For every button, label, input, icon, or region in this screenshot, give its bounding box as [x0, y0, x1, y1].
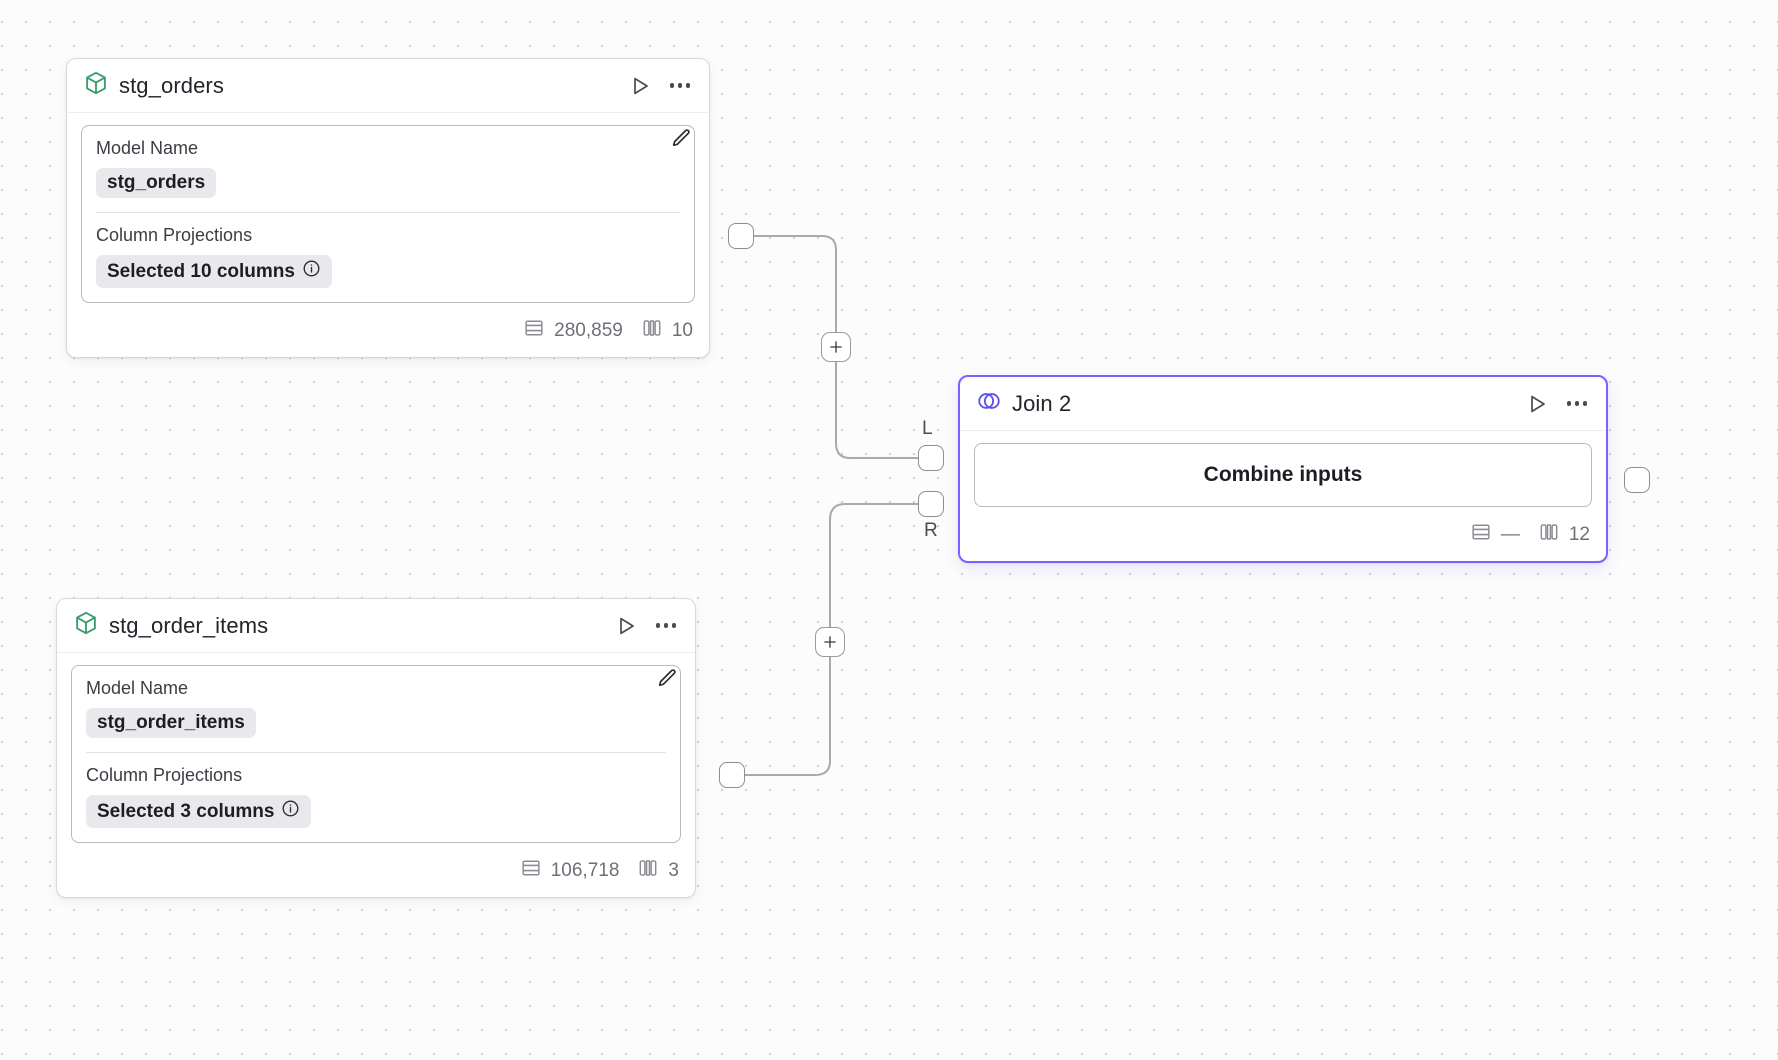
model-config-panel: Model Name stg_orders Column Projections…: [81, 125, 695, 303]
venn-icon: [976, 388, 1002, 419]
play-icon[interactable]: [613, 613, 639, 639]
pencil-icon[interactable]: [654, 666, 680, 692]
model-name-label: Model Name: [86, 678, 189, 698]
columns-icon: [641, 317, 663, 345]
info-icon[interactable]: [281, 799, 300, 824]
row-count-stat: —: [1470, 521, 1520, 549]
node-stg-order-items[interactable]: stg_order_items: [56, 598, 696, 898]
node-body: Model Name stg_orders Column Projections…: [67, 113, 709, 311]
column-count-value: 3: [668, 860, 679, 881]
node-body: Model Name stg_order_items Column Projec…: [57, 653, 695, 851]
row-count-value: —: [1500, 524, 1520, 545]
row-count-stat: 106,718: [520, 857, 620, 885]
column-count-stat: 10: [641, 317, 693, 345]
column-count-value: 10: [671, 320, 693, 341]
info-icon[interactable]: [302, 259, 321, 284]
model-name-label: Model Name: [96, 138, 199, 158]
cube-icon: [83, 70, 109, 101]
node-header-actions: [613, 613, 679, 639]
input-port-left[interactable]: [918, 445, 944, 471]
columns-icon: [1538, 521, 1560, 549]
more-options-icon[interactable]: [653, 613, 679, 639]
play-icon[interactable]: [627, 73, 653, 99]
row-count-value: 106,718: [550, 860, 620, 881]
add-node-on-edge-lower-button[interactable]: [815, 627, 845, 657]
rows-icon: [1470, 521, 1492, 549]
add-node-on-edge-upper-button[interactable]: [821, 332, 851, 362]
node-title: stg_order_items: [109, 612, 269, 638]
more-options-icon[interactable]: [1564, 391, 1590, 417]
pencil-icon[interactable]: [668, 126, 694, 152]
column-projections-text: Selected 10 columns: [107, 260, 295, 282]
model-name-value[interactable]: stg_order_items: [86, 708, 256, 738]
output-port-join-2[interactable]: [1624, 467, 1650, 493]
model-name-value[interactable]: stg_orders: [96, 168, 217, 198]
row-count-stat: 280,859: [523, 317, 623, 345]
column-projections-text: Selected 3 columns: [97, 800, 275, 822]
node-header: stg_order_items: [57, 599, 695, 653]
column-count-value: 12: [1568, 524, 1590, 545]
column-projections-label: Column Projections: [86, 765, 243, 785]
model-name-row: Model Name stg_order_items: [86, 678, 666, 738]
node-header: stg_orders: [67, 59, 709, 113]
column-projections-value[interactable]: Selected 10 columns: [96, 255, 332, 288]
rows-icon: [520, 857, 542, 885]
columns-icon: [637, 857, 659, 885]
node-body: Combine inputs: [960, 431, 1606, 515]
output-port-stg-orders[interactable]: [728, 223, 754, 249]
column-projections-label: Column Projections: [96, 225, 253, 245]
node-header-actions: [627, 73, 693, 99]
input-port-label-left: L: [922, 418, 933, 439]
node-header: Join 2: [960, 377, 1606, 431]
input-port-right[interactable]: [918, 491, 944, 517]
column-projections-value[interactable]: Selected 3 columns: [86, 795, 312, 828]
column-count-stat: 3: [637, 857, 679, 885]
node-stg-orders[interactable]: stg_orders Mo: [66, 58, 710, 358]
model-config-panel: Model Name stg_order_items Column Projec…: [71, 665, 681, 843]
rows-icon: [523, 317, 545, 345]
input-port-label-right: R: [924, 520, 938, 541]
node-footer: 280,859 10: [67, 311, 709, 357]
node-footer: — 12: [960, 515, 1606, 561]
column-count-stat: 12: [1538, 521, 1590, 549]
node-join-2[interactable]: Join 2 Combine inputs: [958, 375, 1608, 563]
row-count-value: 280,859: [554, 320, 623, 341]
combine-inputs-button[interactable]: Combine inputs: [974, 443, 1592, 507]
column-projections-row: Column Projections Selected 3 columns: [86, 765, 666, 828]
model-name-row: Model Name stg_orders: [96, 138, 680, 198]
node-title: stg_orders: [119, 72, 224, 98]
column-projections-row: Column Projections Selected 10 columns: [96, 225, 680, 288]
play-icon[interactable]: [1524, 391, 1550, 417]
combine-inputs-label: Combine inputs: [1203, 463, 1363, 486]
cube-icon: [73, 610, 99, 641]
panel-divider: [86, 752, 666, 753]
node-title: Join 2: [1012, 390, 1072, 416]
node-footer: 106,718 3: [57, 851, 695, 897]
output-port-stg-order-items[interactable]: [719, 762, 745, 788]
node-header-actions: [1524, 391, 1590, 417]
panel-divider: [96, 212, 680, 213]
more-options-icon[interactable]: [667, 73, 693, 99]
